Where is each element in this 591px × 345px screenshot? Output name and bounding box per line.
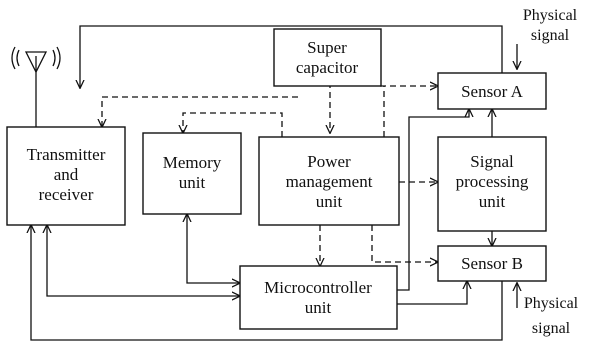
block-power-management: Power management unit [258,136,400,226]
antenna-icon [11,46,61,127]
line-memory-mcu [187,214,240,283]
signal-bottom-line-1: Physical [524,295,579,312]
line-sensor-a-to-transmitter [80,25,503,88]
supercap-label-2: capacitor [296,58,359,77]
physical-signal-top-label: Physical signal [523,7,578,44]
mcu-label-2: unit [305,298,332,317]
signal-proc-label-1: Signal [470,152,514,171]
sensor-a-label: Sensor A [461,82,524,101]
dash-supercap-to-memory [183,112,283,137]
block-transmitter-receiver: Transmitter and receiver [6,126,126,226]
power-label-3: unit [316,192,343,211]
connections [31,25,517,341]
power-label-2: management [286,172,373,191]
block-sensor-a: Sensor A [437,72,547,110]
block-signal-processing: Signal processing unit [437,136,547,232]
signal-top-line-1: Physical [523,7,578,24]
supercap-label-1: Super [307,38,347,57]
sensor-b-label: Sensor B [461,254,523,273]
mcu-label-1: Microcontroller [264,278,372,297]
memory-label-1: Memory [163,153,222,172]
transmitter-label-2: and [54,165,79,184]
block-microcontroller: Microcontroller unit [239,265,398,330]
physical-signal-bottom-label: Physical signal [524,295,579,337]
signal-bottom-line-2: signal [532,320,571,337]
signal-top-line-2: signal [531,27,570,44]
block-sensor-b: Sensor B [437,245,547,282]
block-memory-unit: Memory unit [142,132,242,215]
dash-power-to-sensor-b [371,225,438,262]
transmitter-label-1: Transmitter [27,145,106,164]
power-label-1: Power [307,152,351,171]
signal-proc-label-3: unit [479,192,506,211]
dash-supercap-to-transmitter [102,96,298,127]
line-mcu-to-sensor-b [397,281,467,305]
line-sensor-b-to-transmitter [31,225,503,341]
transmitter-label-3: receiver [39,185,94,204]
signal-proc-label-2: processing [456,172,529,191]
block-super-capacitor: Super capacitor [273,28,382,87]
line-transmitter-mcu [47,225,240,296]
memory-label-2: unit [179,173,206,192]
line-mcu-to-sensor-a [397,109,469,291]
